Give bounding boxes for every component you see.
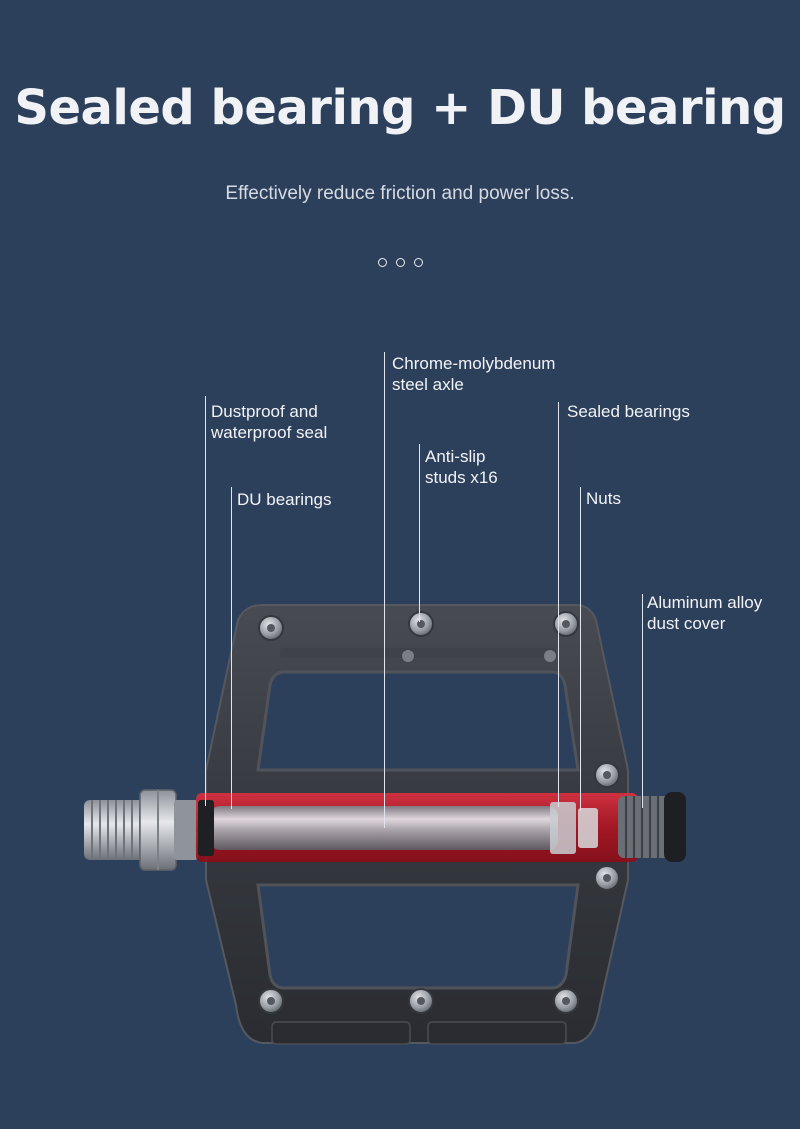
seal-leader-line: [205, 396, 206, 806]
nuts-leader-line: [580, 487, 581, 811]
callout-nuts: Nuts: [586, 489, 621, 508]
callout-sealed-bearings: Sealed bearings: [567, 402, 690, 421]
callout-axle: Chrome-molybdenum steel axle: [392, 354, 556, 394]
callout-seal: Dustproof and waterproof seal: [211, 402, 328, 442]
carousel-dot[interactable]: [377, 258, 387, 267]
studs-leader-line: [419, 444, 420, 622]
callout-du-bearings: DU bearings: [237, 490, 332, 509]
callout-dust-cover: Aluminum alloy dust cover: [647, 593, 763, 633]
axle-leader-line: [384, 352, 385, 828]
du-bearings-leader-line: [231, 487, 232, 809]
sealed-bearings-leader-line: [558, 402, 559, 807]
carousel-dot[interactable]: [395, 258, 405, 267]
callout-studs: Anti-slip studs x16: [425, 447, 498, 487]
page-subtitle: Effectively reduce friction and power lo…: [225, 183, 575, 204]
carousel-dot[interactable]: [413, 258, 423, 267]
page-title: Sealed bearing + DU bearing: [14, 80, 786, 136]
carousel-indicators[interactable]: [0, 258, 800, 267]
dust-cover-leader-line: [642, 594, 643, 808]
